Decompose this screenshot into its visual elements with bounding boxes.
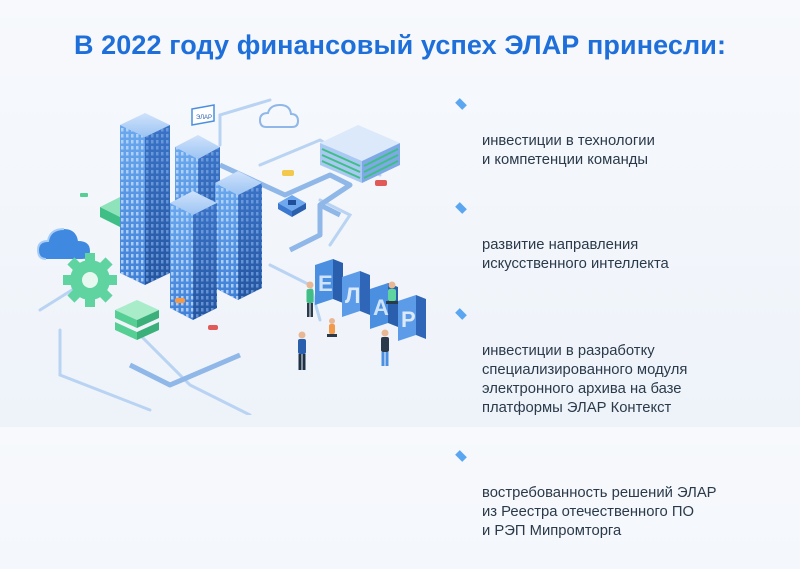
bullet-text: инвестиции в разработку специализированн… — [482, 343, 688, 416]
data-center-building — [320, 125, 400, 183]
letter-4: Р — [401, 307, 416, 332]
diamond-bullet-icon — [455, 450, 467, 462]
building-right — [215, 171, 262, 300]
page-title: В 2022 году финансовый успех ЭЛАР принес… — [73, 30, 727, 60]
diamond-bullet-icon — [455, 202, 467, 214]
bullet-list: инвестиции в технологии и компетенции ко… — [452, 94, 792, 569]
diamond-bullet-icon — [455, 98, 467, 110]
building-sign: ЭЛАР — [191, 104, 215, 126]
building-tall-left — [120, 113, 170, 285]
letter-1: Е — [318, 271, 333, 296]
bullet-item: востребованность решений ЭЛАР из Реестра… — [452, 446, 792, 541]
diamond-bullet-icon — [455, 308, 467, 320]
people-figures — [298, 281, 398, 370]
car-icons — [80, 170, 387, 330]
elar-letters: Е Л А Р — [315, 259, 426, 341]
server-stack-icon — [115, 300, 159, 340]
letter-3: А — [373, 295, 389, 320]
bullet-text: инвестиции в технологии и компетенции ко… — [482, 133, 655, 168]
building-sign-text: ЭЛАР — [196, 115, 212, 121]
bullet-text: востребованность решений ЭЛАР из Реестра… — [482, 485, 717, 539]
gear-icon — [63, 253, 117, 307]
road — [128, 162, 353, 388]
bullet-item: развитие направления искусственного инте… — [452, 198, 792, 274]
bullet-text: развитие направления искусственного инте… — [482, 237, 669, 272]
cloud-icon — [36, 228, 90, 260]
letter-2: Л — [345, 283, 360, 308]
blue-chip-icon — [278, 195, 306, 217]
bullet-item: инвестиции в технологии и компетенции ко… — [452, 94, 792, 170]
building-front — [170, 191, 217, 320]
cloud-outline-icon — [258, 103, 300, 128]
city-illustration: ЭЛАР — [36, 98, 426, 415]
bullet-item: инвестиции в разработку специализированн… — [452, 304, 792, 418]
